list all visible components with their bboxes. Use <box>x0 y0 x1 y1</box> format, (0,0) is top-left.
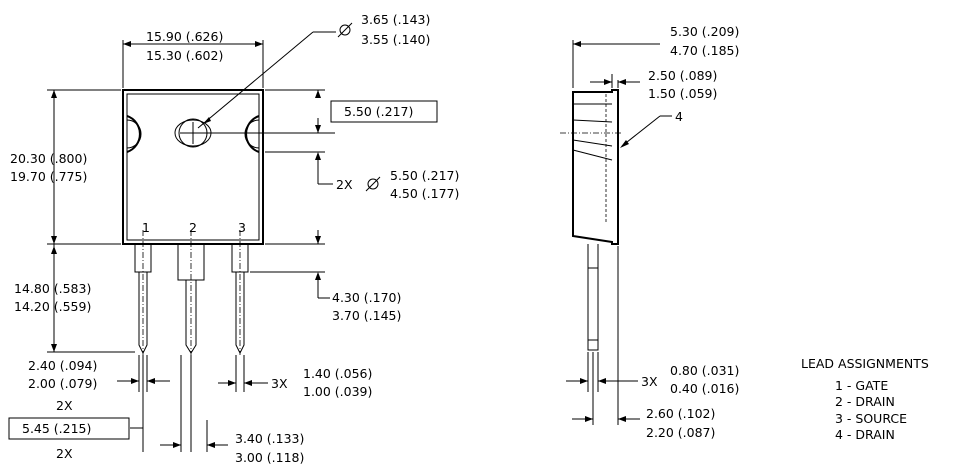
tab-min-label: 1.50 (.059) <box>648 86 717 101</box>
lead-assignments: LEAD ASSIGNMENTS 1 - GATE 2 - DRAIN 3 - … <box>801 356 929 442</box>
lead-len-min-label: 14.20 (.559) <box>14 299 91 314</box>
shoulder-max-label: 4.30 (.170) <box>332 290 401 305</box>
thick-max-label: 5.30 (.209) <box>670 24 739 39</box>
hole-dia-min-label: 3.55 (.140) <box>361 32 430 47</box>
side-view: 5.30 (.209) 4.70 (.185) 2.50 (.089) 1.50… <box>560 24 739 440</box>
height-min-label: 19.70 (.775) <box>10 169 87 184</box>
right-notch <box>245 115 260 153</box>
off-min-label: 2.20 (.087) <box>646 425 715 440</box>
lead-2 <box>177 230 205 355</box>
notch-min-label: 4.50 (.177) <box>390 186 459 201</box>
package-body-inner <box>126 93 260 241</box>
width-max-label: 15.90 (.626) <box>146 29 223 44</box>
lead-len-max-label: 14.80 (.583) <box>14 281 91 296</box>
shoulder-min-label: 3.70 (.145) <box>332 308 401 323</box>
pin-label-3: 3 <box>238 220 246 235</box>
lead-t-count-label: 3X <box>641 374 658 389</box>
tab-max-label: 2.50 (.089) <box>648 68 717 83</box>
lead2-w-min-label: 3.00 (.118) <box>235 450 304 465</box>
notch-count-label: 2X <box>336 177 353 192</box>
height-max-label: 20.30 (.800) <box>10 151 87 166</box>
lead-w-count-label: 3X <box>271 376 288 391</box>
base-count-label: 2X <box>56 398 73 413</box>
lead2-w-max-label: 3.40 (.133) <box>235 431 304 446</box>
lead-1 <box>134 230 152 355</box>
hole-pos-label: 5.50 (.217) <box>344 104 413 119</box>
lead-item-3: 3 - SOURCE <box>835 411 907 426</box>
side-body <box>572 89 619 245</box>
pitch-label: 5.45 (.215) <box>22 421 91 436</box>
width-min-label: 15.30 (.602) <box>146 48 223 63</box>
hole-pos-box <box>330 100 438 123</box>
lead-w-min-label: 1.00 (.039) <box>303 384 372 399</box>
lead-item-4: 4 - DRAIN <box>835 427 895 442</box>
left-notch <box>126 115 141 153</box>
base-w-max-label: 2.40 (.094) <box>28 358 97 373</box>
pin-label-1: 1 <box>142 220 150 235</box>
pitch-box <box>8 417 130 440</box>
tab-ref-label: 4 <box>675 109 683 124</box>
side-lead <box>587 244 599 351</box>
notch-max-label: 5.50 (.217) <box>390 168 459 183</box>
lead-3 <box>231 230 249 355</box>
diameter-symbol <box>339 24 351 36</box>
base-w-min-label: 2.00 (.079) <box>28 376 97 391</box>
pin-label-2: 2 <box>189 220 197 235</box>
hole-dia-max-label: 3.65 (.143) <box>361 12 430 27</box>
lead-t-max-label: 0.80 (.031) <box>670 363 739 378</box>
lead-item-2: 2 - DRAIN <box>835 394 895 409</box>
lead-t-min-label: 0.40 (.016) <box>670 381 739 396</box>
off-max-label: 2.60 (.102) <box>646 406 715 421</box>
thick-min-label: 4.70 (.185) <box>670 43 739 58</box>
lead-assignments-title: LEAD ASSIGNMENTS <box>801 356 929 371</box>
pitch-count-label: 2X <box>56 446 73 461</box>
lead-w-max-label: 1.40 (.056) <box>303 366 372 381</box>
front-view: 1 2 3 15.90 (.626) 15.30 (.602) 3.65 (.1… <box>8 12 459 465</box>
lead-item-1: 1 - GATE <box>835 378 888 393</box>
